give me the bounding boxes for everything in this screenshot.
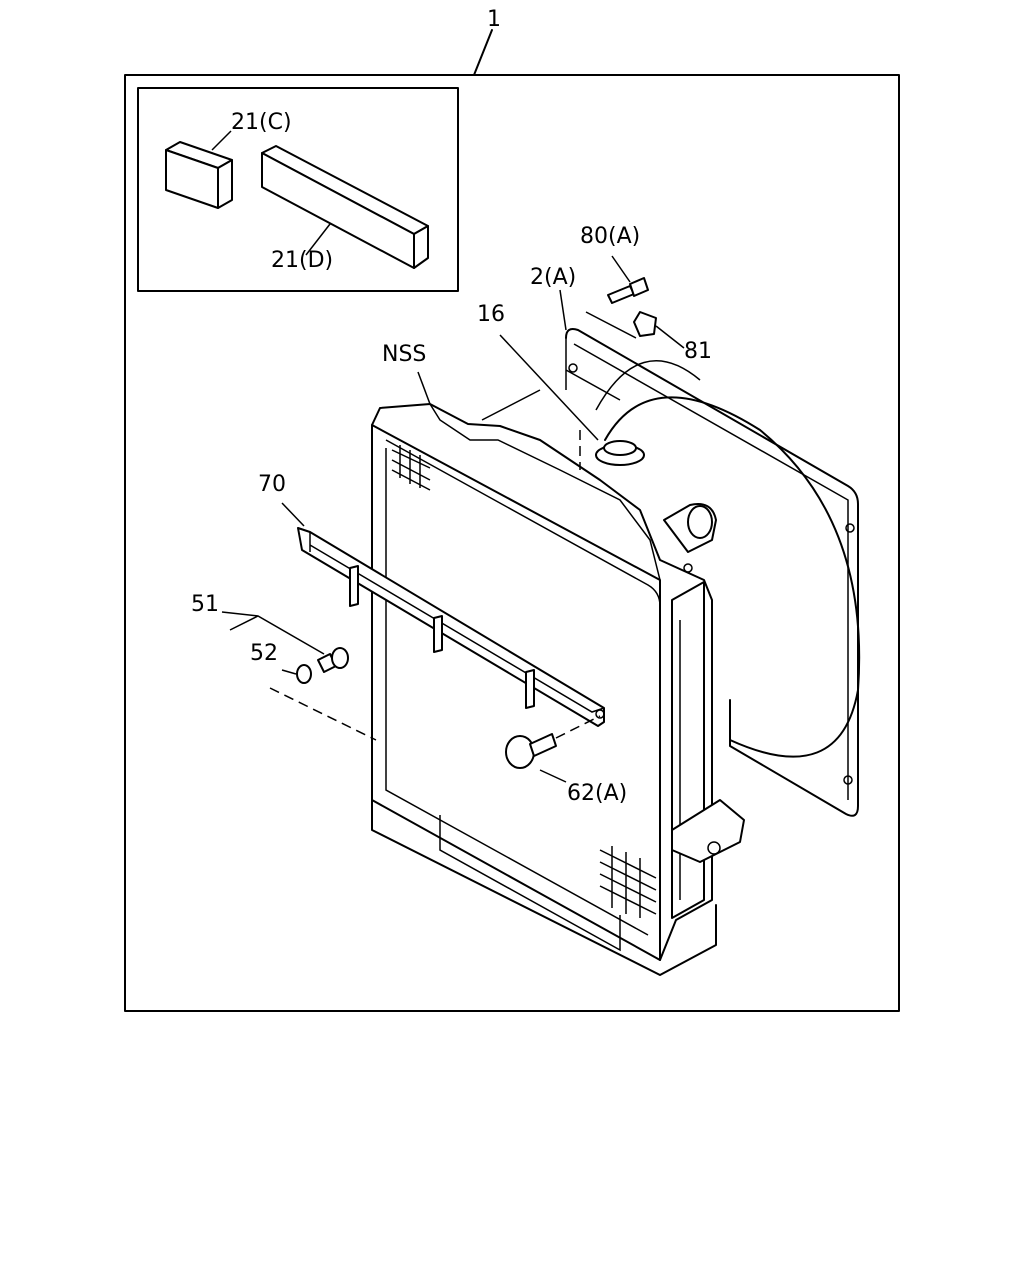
callout-70: 70 — [258, 472, 286, 497]
baffle-d-block — [261, 145, 429, 269]
fan-shroud — [565, 328, 861, 817]
callout-21d: 21(D) — [271, 248, 334, 273]
leader-nss — [417, 371, 431, 405]
callout-2a: 2(A) — [530, 265, 577, 290]
leader-70 — [281, 502, 305, 527]
leader-81 — [585, 311, 685, 349]
bolt-51 — [317, 647, 349, 673]
leader-51 — [221, 611, 325, 655]
leader-21d — [305, 223, 331, 256]
radiator-cap — [595, 440, 645, 466]
baffle-c-block — [165, 141, 233, 209]
callout-16: 16 — [477, 302, 505, 327]
bolt-80a — [607, 277, 649, 304]
inset-frame — [137, 87, 459, 292]
leader-21c — [211, 130, 232, 151]
callout-62a: 62(A) — [567, 781, 628, 806]
nut-81 — [633, 311, 657, 337]
callout-81: 81 — [684, 339, 712, 364]
bolt-62a — [505, 733, 557, 769]
callout-nss: NSS — [382, 342, 427, 367]
assembly-frame — [124, 74, 900, 1012]
callout-1: 1 — [487, 7, 501, 32]
callout-51: 51 — [191, 592, 219, 617]
radiator-core — [371, 403, 745, 976]
washer-52 — [296, 664, 312, 684]
callout-21c: 21(C) — [231, 110, 292, 135]
support-bar-70 — [297, 527, 605, 727]
leader-62a-dash — [555, 715, 601, 739]
leader-2a — [559, 289, 567, 331]
callout-52: 52 — [250, 641, 278, 666]
leader-52 — [281, 669, 297, 675]
leader-62a — [539, 769, 567, 783]
callout-80a: 80(A) — [580, 224, 641, 249]
leader-shroud-link — [481, 389, 541, 421]
leader-51-dash — [269, 687, 377, 741]
leader-16 — [499, 334, 599, 441]
leader-80a — [611, 255, 631, 283]
leader-1 — [473, 29, 493, 76]
